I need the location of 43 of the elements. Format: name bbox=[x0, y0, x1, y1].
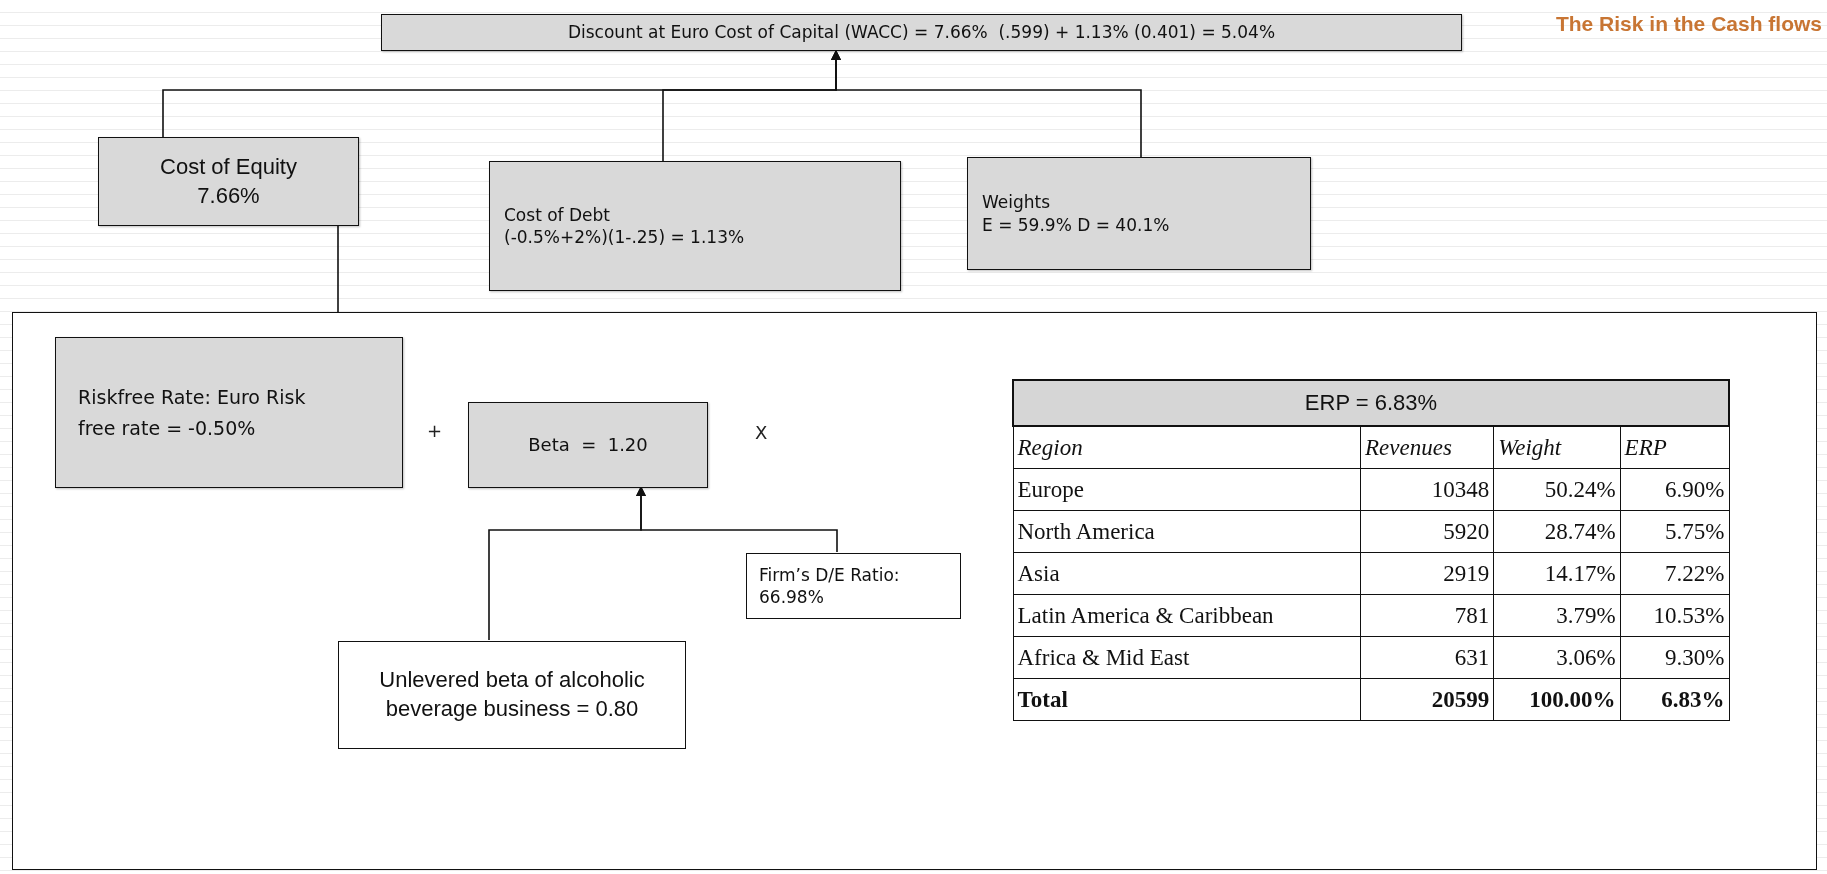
text-box: Unlevered beta of alcoholic beverage business = 0.80 bbox=[338, 641, 686, 749]
text-box: Discount at Euro Cost of Capital (WACC) = 7.66% (.599) + 1.13% (0.401) = 5.04% bbox=[381, 14, 1462, 51]
connector-arrow bbox=[831, 50, 1142, 158]
column-header: Weight bbox=[1493, 426, 1621, 469]
table-cell: 781 bbox=[1360, 594, 1494, 637]
page-title: The Risk in the Cash flows bbox=[1554, 12, 1822, 36]
table-cell: 7.22% bbox=[1620, 552, 1729, 595]
table-cell: Latin America & Caribbean bbox=[1013, 594, 1361, 637]
text-box: Cost of Equity 7.66% bbox=[98, 137, 359, 226]
text-box: Firm’s D/E Ratio: 66.98% bbox=[746, 553, 961, 619]
column-header: ERP bbox=[1620, 426, 1729, 469]
column-header: Revenues bbox=[1360, 426, 1494, 469]
connector-arrow bbox=[636, 486, 838, 553]
table-cell: 28.74% bbox=[1493, 510, 1621, 553]
text-box: Beta = 1.20 bbox=[468, 402, 708, 488]
table-cell: 631 bbox=[1360, 636, 1494, 679]
multiply-sign: X bbox=[755, 421, 768, 445]
frame-box bbox=[12, 312, 1817, 870]
table-cell: 5.75% bbox=[1620, 510, 1729, 553]
table-cell: 3.06% bbox=[1493, 636, 1621, 679]
table-cell: 10348 bbox=[1360, 468, 1494, 511]
text-box: Cost of Debt (-0.5%+2%)(1-.25) = 1.13% bbox=[489, 161, 901, 291]
table-cell: 6.90% bbox=[1620, 468, 1729, 511]
table-cell: 2919 bbox=[1360, 552, 1494, 595]
table-cell: 20599 bbox=[1360, 678, 1494, 721]
table-cell: 50.24% bbox=[1493, 468, 1621, 511]
plus-sign: + bbox=[427, 419, 443, 443]
table-cell: Total bbox=[1013, 678, 1361, 721]
text-box: Weights E = 59.9% D = 40.1% bbox=[967, 157, 1311, 270]
table-cell: 10.53% bbox=[1620, 594, 1729, 637]
table-cell: 5920 bbox=[1360, 510, 1494, 553]
table-cell: 100.00% bbox=[1493, 678, 1621, 721]
text-box: Riskfree Rate: Euro Risk free rate = -0.50% bbox=[55, 337, 403, 488]
table-cell: 14.17% bbox=[1493, 552, 1621, 595]
table-cell: North America bbox=[1013, 510, 1361, 553]
table-cell: Africa & Mid East bbox=[1013, 636, 1361, 679]
table-cell: 6.83% bbox=[1620, 678, 1729, 721]
column-header: Region bbox=[1013, 426, 1361, 469]
table-cell: 3.79% bbox=[1493, 594, 1621, 637]
table-cell: 9.30% bbox=[1620, 636, 1729, 679]
table-cell: Europe bbox=[1013, 468, 1361, 511]
table-header: ERP = 6.83% bbox=[1013, 380, 1729, 426]
table-cell: Asia bbox=[1013, 552, 1361, 595]
